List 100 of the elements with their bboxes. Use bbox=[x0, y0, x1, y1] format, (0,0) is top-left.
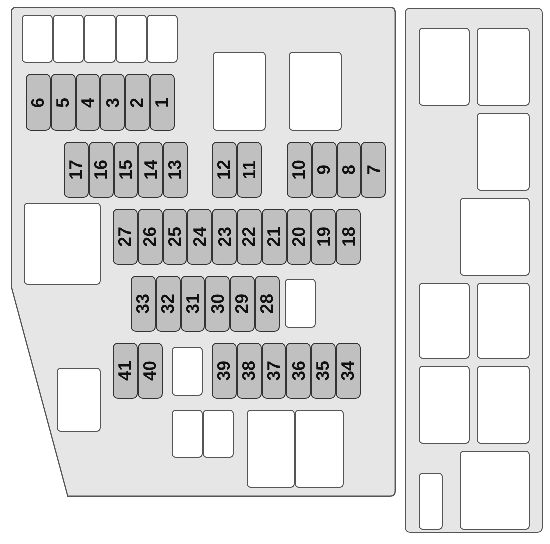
relay bbox=[476, 112, 530, 191]
fuse bbox=[150, 74, 174, 131]
fuse-number: 34 bbox=[339, 360, 358, 382]
fuse-number: 20 bbox=[290, 226, 308, 248]
fuse-number: 31 bbox=[184, 294, 202, 314]
fuse-number: 36 bbox=[290, 360, 308, 382]
fuse bbox=[361, 142, 386, 198]
fuse bbox=[125, 74, 150, 131]
fuse-number: 3 bbox=[104, 98, 122, 108]
relay bbox=[476, 282, 530, 359]
fuse-number: 39 bbox=[215, 360, 234, 382]
fuse-number: 30 bbox=[208, 294, 227, 314]
relay bbox=[57, 368, 101, 432]
fuse bbox=[286, 343, 311, 399]
fuse-number: 1 bbox=[153, 98, 172, 108]
fuse-number: 28 bbox=[258, 294, 276, 314]
fuse bbox=[287, 142, 312, 198]
fuse-number: 10 bbox=[290, 160, 308, 180]
fuse-number: 25 bbox=[166, 226, 184, 248]
fuse-number: 18 bbox=[340, 226, 358, 248]
relay bbox=[172, 347, 203, 396]
relay bbox=[295, 410, 344, 488]
fuse bbox=[311, 209, 336, 265]
relay bbox=[172, 410, 203, 458]
fuse bbox=[254, 276, 280, 332]
fuse bbox=[237, 209, 262, 265]
fuse bbox=[205, 276, 230, 332]
fuse-number: 40 bbox=[141, 360, 160, 382]
fuse bbox=[312, 142, 336, 198]
fuse bbox=[236, 142, 262, 198]
fuse bbox=[76, 74, 100, 131]
fuse-number: 2 bbox=[128, 98, 146, 108]
relay bbox=[476, 28, 530, 106]
fuse-number: 27 bbox=[116, 226, 134, 248]
fuse bbox=[156, 276, 180, 332]
fuse bbox=[26, 74, 51, 131]
fuse bbox=[187, 209, 212, 265]
fuse bbox=[113, 209, 138, 265]
fuse bbox=[262, 209, 287, 265]
fuse-number: 12 bbox=[215, 160, 234, 180]
fuse-panel bbox=[11, 7, 396, 497]
fuse bbox=[113, 343, 138, 399]
relay bbox=[418, 28, 470, 106]
fuse-number: 35 bbox=[314, 360, 332, 382]
fuse bbox=[100, 74, 125, 131]
relay bbox=[476, 366, 530, 444]
fuse bbox=[336, 343, 360, 399]
fuse-number: 9 bbox=[315, 165, 334, 175]
fuse bbox=[286, 209, 312, 265]
fuse-number: 33 bbox=[134, 294, 152, 314]
fuse-number: 16 bbox=[92, 160, 110, 180]
fuse-number: 15 bbox=[116, 160, 135, 180]
fuse-number: 38 bbox=[240, 360, 258, 382]
fuse-number: 13 bbox=[166, 160, 184, 180]
fuse bbox=[138, 343, 162, 399]
fuse-number: 8 bbox=[340, 165, 358, 175]
relay bbox=[203, 410, 234, 458]
fuse-number: 32 bbox=[159, 294, 178, 314]
fuse bbox=[50, 74, 76, 131]
fuse-number: 17 bbox=[67, 160, 86, 180]
fuse-number: 21 bbox=[265, 226, 284, 248]
fuse-number: 24 bbox=[190, 226, 209, 248]
fuse bbox=[212, 343, 237, 399]
fuse bbox=[311, 343, 336, 399]
fuse-number: 29 bbox=[233, 294, 252, 314]
fuse bbox=[138, 209, 163, 265]
fuse bbox=[236, 343, 262, 399]
relay bbox=[53, 15, 84, 63]
fuse-number: 11 bbox=[240, 160, 258, 180]
relay bbox=[460, 198, 530, 276]
relay bbox=[418, 472, 443, 530]
fuse-number: 37 bbox=[264, 360, 283, 382]
fuse-number: 26 bbox=[141, 226, 160, 248]
fuse bbox=[180, 276, 206, 332]
relay bbox=[24, 203, 101, 285]
relay bbox=[289, 52, 342, 131]
fuse-number: 7 bbox=[364, 165, 383, 175]
fuse-number: 23 bbox=[216, 226, 234, 248]
fuse bbox=[131, 276, 156, 332]
relay bbox=[285, 279, 316, 328]
relay bbox=[418, 366, 470, 444]
fuse bbox=[336, 142, 362, 198]
relay bbox=[84, 15, 116, 63]
fuse bbox=[336, 209, 361, 265]
fuse bbox=[138, 142, 163, 198]
fuse bbox=[88, 142, 114, 198]
relay bbox=[146, 15, 178, 63]
fuse-number: 19 bbox=[314, 226, 333, 248]
fuse bbox=[162, 209, 188, 265]
fuse bbox=[230, 276, 255, 332]
fuse-number: 41 bbox=[116, 360, 134, 382]
fuse bbox=[212, 209, 237, 265]
relay bbox=[116, 15, 147, 63]
fuse bbox=[114, 142, 138, 198]
relay-panel bbox=[405, 8, 543, 533]
fuse-number: 6 bbox=[29, 98, 48, 108]
fuse-number: 5 bbox=[54, 98, 72, 108]
fuse bbox=[64, 142, 89, 198]
fuse-number: 22 bbox=[240, 226, 258, 248]
relay bbox=[213, 52, 266, 131]
